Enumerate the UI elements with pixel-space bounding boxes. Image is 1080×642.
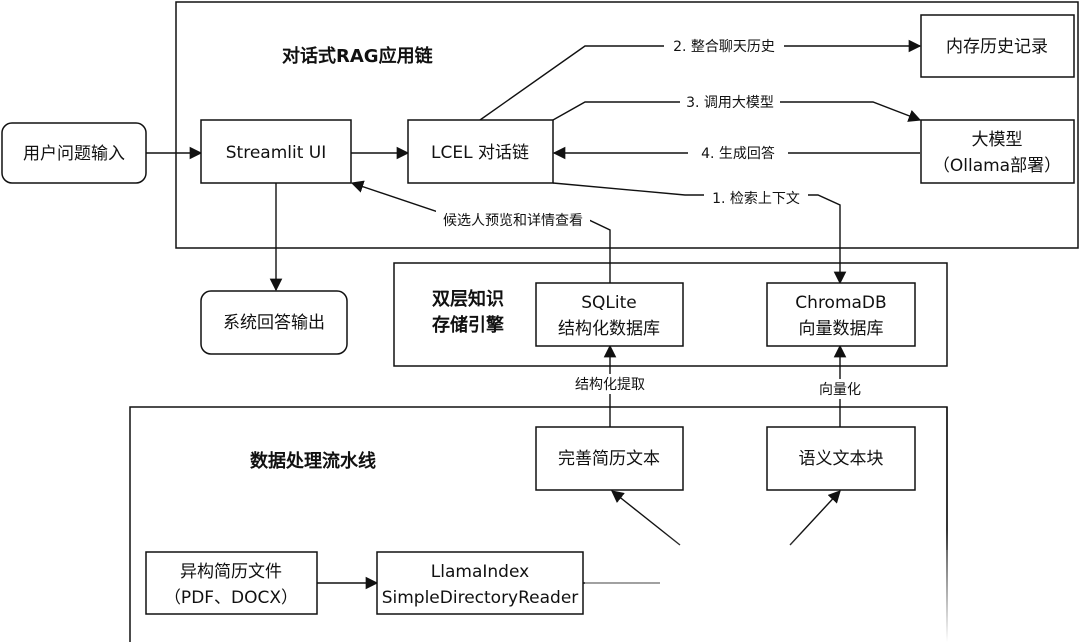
node-semantic-chunks: 语义文本块 <box>766 426 916 491</box>
node-resume-files-label-line2: （PDF、DOCX） <box>164 588 298 608</box>
group-storage-title-line2: 存储引擎 <box>432 314 504 336</box>
node-resume-files-label-line1: 异构简历文件 <box>180 562 282 582</box>
node-lcel-label: LCEL 对话链 <box>431 143 529 163</box>
node-llamaindex: LlamaIndex SimpleDirectoryReader <box>376 551 584 615</box>
node-memory: 内存历史记录 <box>920 14 1075 78</box>
node-system-output-label: 系统回答输出 <box>223 313 325 333</box>
node-streamlit-label: Streamlit UI <box>226 143 326 163</box>
node-llm-label-line2: （Ollama部署） <box>933 156 1061 176</box>
edge-lcel-to-memory <box>479 39 922 121</box>
node-system-output: 系统回答输出 <box>200 290 348 355</box>
node-semantic-chunks-label: 语义文本块 <box>799 449 884 469</box>
node-full-text-label: 完善简历文本 <box>558 449 660 469</box>
edge-label-call-llm: 3. 调用大模型 <box>686 95 774 111</box>
node-llm-label-line1: 大模型 <box>972 130 1023 150</box>
node-full-text: 完善简历文本 <box>535 426 684 491</box>
node-resume-files: 异构简历文件 （PDF、DOCX） <box>145 551 318 615</box>
node-lcel: LCEL 对话链 <box>407 119 554 184</box>
group-storage-title-line1: 双层知识 <box>432 288 504 310</box>
group-rag-title: 对话式RAG应用链 <box>282 45 434 67</box>
node-chromadb-label-line1: ChromaDB <box>795 293 886 313</box>
edge-lcel-to-chromadb <box>552 182 847 285</box>
node-memory-label: 内存历史记录 <box>946 37 1048 57</box>
node-sqlite-label-line2: 结构化数据库 <box>558 319 660 339</box>
edge-label-structured: 结构化提取 <box>575 377 645 393</box>
node-sqlite-label-line1: SQLite <box>581 293 637 313</box>
edge-label-gen-answer: 4. 生成回答 <box>701 145 775 162</box>
edge-labels: 2. 整合聊天历史 3. 调用大模型 4. 生成回答 1. 检索上下文 候选人预… <box>436 36 868 399</box>
node-llamaindex-label-line1: LlamaIndex <box>431 562 529 582</box>
edge-label-history: 2. 整合聊天历史 <box>673 39 775 55</box>
node-user-input: 用户问题输入 <box>1 122 147 184</box>
node-llamaindex-label-line2: SimpleDirectoryReader <box>382 588 579 608</box>
edge-label-retrieve: 1. 检索上下文 <box>712 190 800 207</box>
node-sqlite: SQLite 结构化数据库 <box>535 282 684 347</box>
edge-label-vectorize: 向量化 <box>819 382 861 398</box>
group-pipeline-title: 数据处理流水线 <box>250 450 376 472</box>
edge-label-preview: 候选人预览和详情查看 <box>443 213 583 229</box>
node-chromadb: ChromaDB 向量数据库 <box>766 282 916 347</box>
node-chromadb-label-line2: 向量数据库 <box>799 319 884 339</box>
bottom-fade-overlay <box>585 530 1080 642</box>
node-user-input-label: 用户问题输入 <box>23 144 125 164</box>
node-streamlit: Streamlit UI <box>200 119 352 184</box>
node-llm: 大模型 （Ollama部署） <box>920 119 1075 184</box>
